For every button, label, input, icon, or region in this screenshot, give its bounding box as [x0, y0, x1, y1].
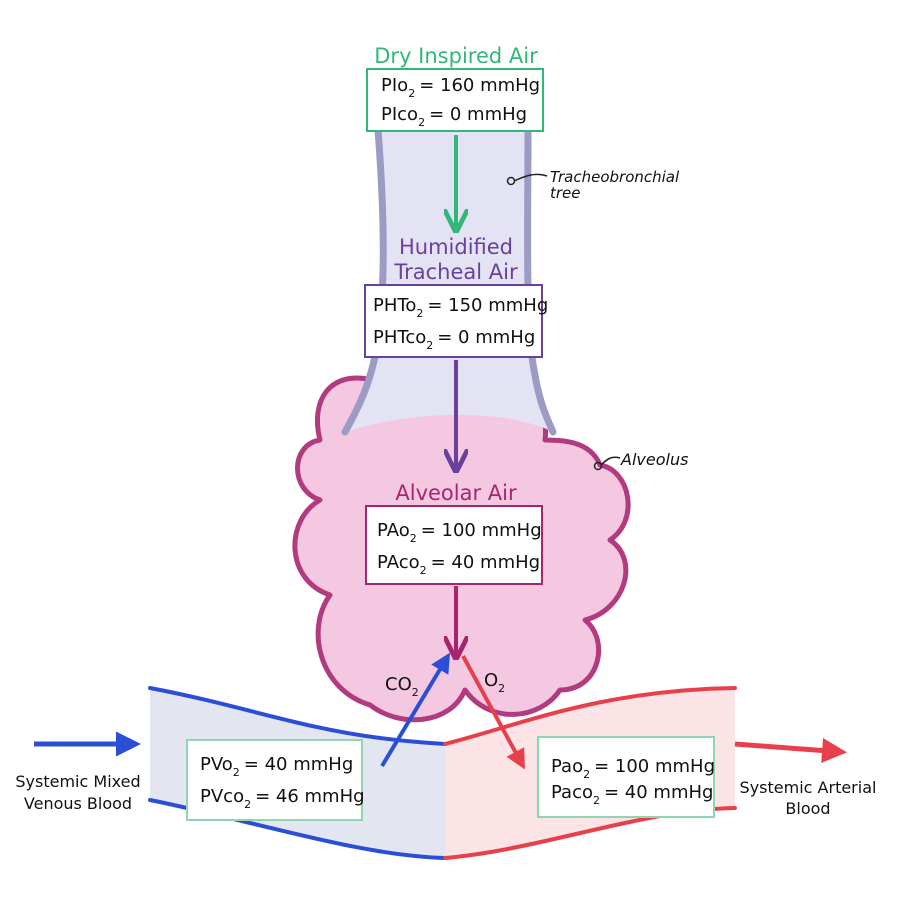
venous-co2-value: = 46 mmHg [255, 786, 364, 807]
alveolar-air-o2-label: PAo [377, 520, 410, 541]
alveolar-air-co2-row: PAco2 = 40 mmHg [377, 552, 540, 577]
arterial-blood-label-line1: Systemic Arterial [740, 778, 877, 797]
tracheo-callout-line2: tree [550, 184, 581, 202]
arterial-vessel-top-wall [443, 686, 737, 746]
venous-vessel-top-wall [148, 686, 447, 746]
venous-co2-sub: 2 [244, 798, 251, 811]
alveolar-air-co2-sub: 2 [420, 564, 427, 577]
o2-label: O2 [484, 670, 505, 695]
dry-air-co2-label: PIco [381, 104, 418, 125]
arterial-o2-label: Pao [551, 756, 583, 777]
alveolar-air-o2-value: = 100 mmHg [421, 520, 542, 541]
tracheal-air-co2-row: PHTco2 = 0 mmHg [373, 327, 535, 352]
venous-co2-label: PVco [200, 786, 244, 807]
tracheal-air-o2-row: PHTo2 = 150 mmHg [373, 295, 548, 320]
tracheal-air-box [364, 284, 543, 358]
alveolar-air-o2-sub: 2 [410, 532, 417, 545]
tracheal-air-o2-value: = 150 mmHg [427, 295, 548, 316]
arterial-outflow-arrow [734, 738, 847, 763]
dry-air-o2-sub: 2 [408, 87, 415, 100]
dry-air-co2-sub: 2 [418, 116, 425, 129]
tracheal-air-o2-sub: 2 [416, 307, 423, 320]
alveolar-air-co2-value: = 40 mmHg [431, 552, 540, 573]
dry-air-o2-label: PIo [381, 75, 408, 96]
venous-o2-value: = 40 mmHg [244, 754, 353, 775]
dry-air-o2-value: = 160 mmHg [419, 75, 540, 96]
tracheal-air-co2-value: = 0 mmHg [437, 327, 535, 348]
o2-label-sub: 2 [498, 682, 505, 695]
dry-air-box [366, 68, 544, 132]
arterial-co2-sub: 2 [593, 794, 600, 807]
alveolus-callout-dot [593, 461, 603, 471]
venous-o2-sub: 2 [233, 766, 240, 779]
alveolar-air-heading: Alveolar Air [395, 481, 517, 505]
arterial-co2-value: = 40 mmHg [604, 782, 713, 803]
tracheal-air-co2-sub: 2 [426, 339, 433, 352]
tracheal-air-heading-line2: Tracheal Air [393, 260, 518, 284]
tracheal-air-co2-label: PHTco [373, 327, 426, 348]
dry-air-o2-row: PIo2 = 160 mmHg [381, 75, 540, 100]
alveolar-air-co2-label: PAco [377, 552, 420, 573]
arterial-co2-label: Paco [551, 782, 593, 803]
dry-air-co2-value: = 0 mmHg [429, 104, 527, 125]
tracheo-callout-line [513, 173, 548, 182]
venous-blood-label-line2: Venous Blood [24, 794, 132, 813]
arterial-o2-sub: 2 [583, 768, 590, 781]
tracheal-air-heading-line1: Humidified [399, 235, 513, 259]
dry-air-heading: Dry Inspired Air [374, 44, 538, 68]
alveolus-callout-line [600, 456, 621, 466]
arterial-blood-box [537, 736, 715, 818]
alveolar-air-box [365, 505, 543, 585]
arterial-o2-value: = 100 mmHg [594, 756, 715, 777]
o2-label-text: O [484, 670, 498, 691]
alveolus-callout-label: Alveolus [620, 450, 688, 469]
venous-co2-row: PVco2 = 46 mmHg [200, 786, 365, 811]
co2-label: CO2 [385, 674, 419, 699]
co2-label-text: CO [385, 674, 412, 695]
alveolar-air-o2-row: PAo2 = 100 mmHg [377, 520, 542, 545]
dry-air-co2-row: PIco2 = 0 mmHg [381, 104, 527, 129]
co2-label-sub: 2 [412, 686, 419, 699]
o2-exchange-arrow [461, 655, 525, 770]
tracheal-air-o2-label: PHTo [373, 295, 416, 316]
venous-o2-row: PVo2 = 40 mmHg [200, 754, 353, 779]
arterial-o2-row: Pao2 = 100 mmHg [551, 756, 715, 781]
arterial-blood-label-line2: Blood [785, 799, 830, 818]
tracheo-callout-line1: Tracheobronchial [550, 168, 680, 186]
venous-blood-box [186, 739, 363, 821]
arterial-co2-row: Paco2 = 40 mmHg [551, 782, 713, 807]
co2-exchange-arrow [380, 652, 451, 768]
venous-blood-label-line1: Systemic Mixed [15, 772, 140, 791]
venous-o2-label: PVo [200, 754, 233, 775]
